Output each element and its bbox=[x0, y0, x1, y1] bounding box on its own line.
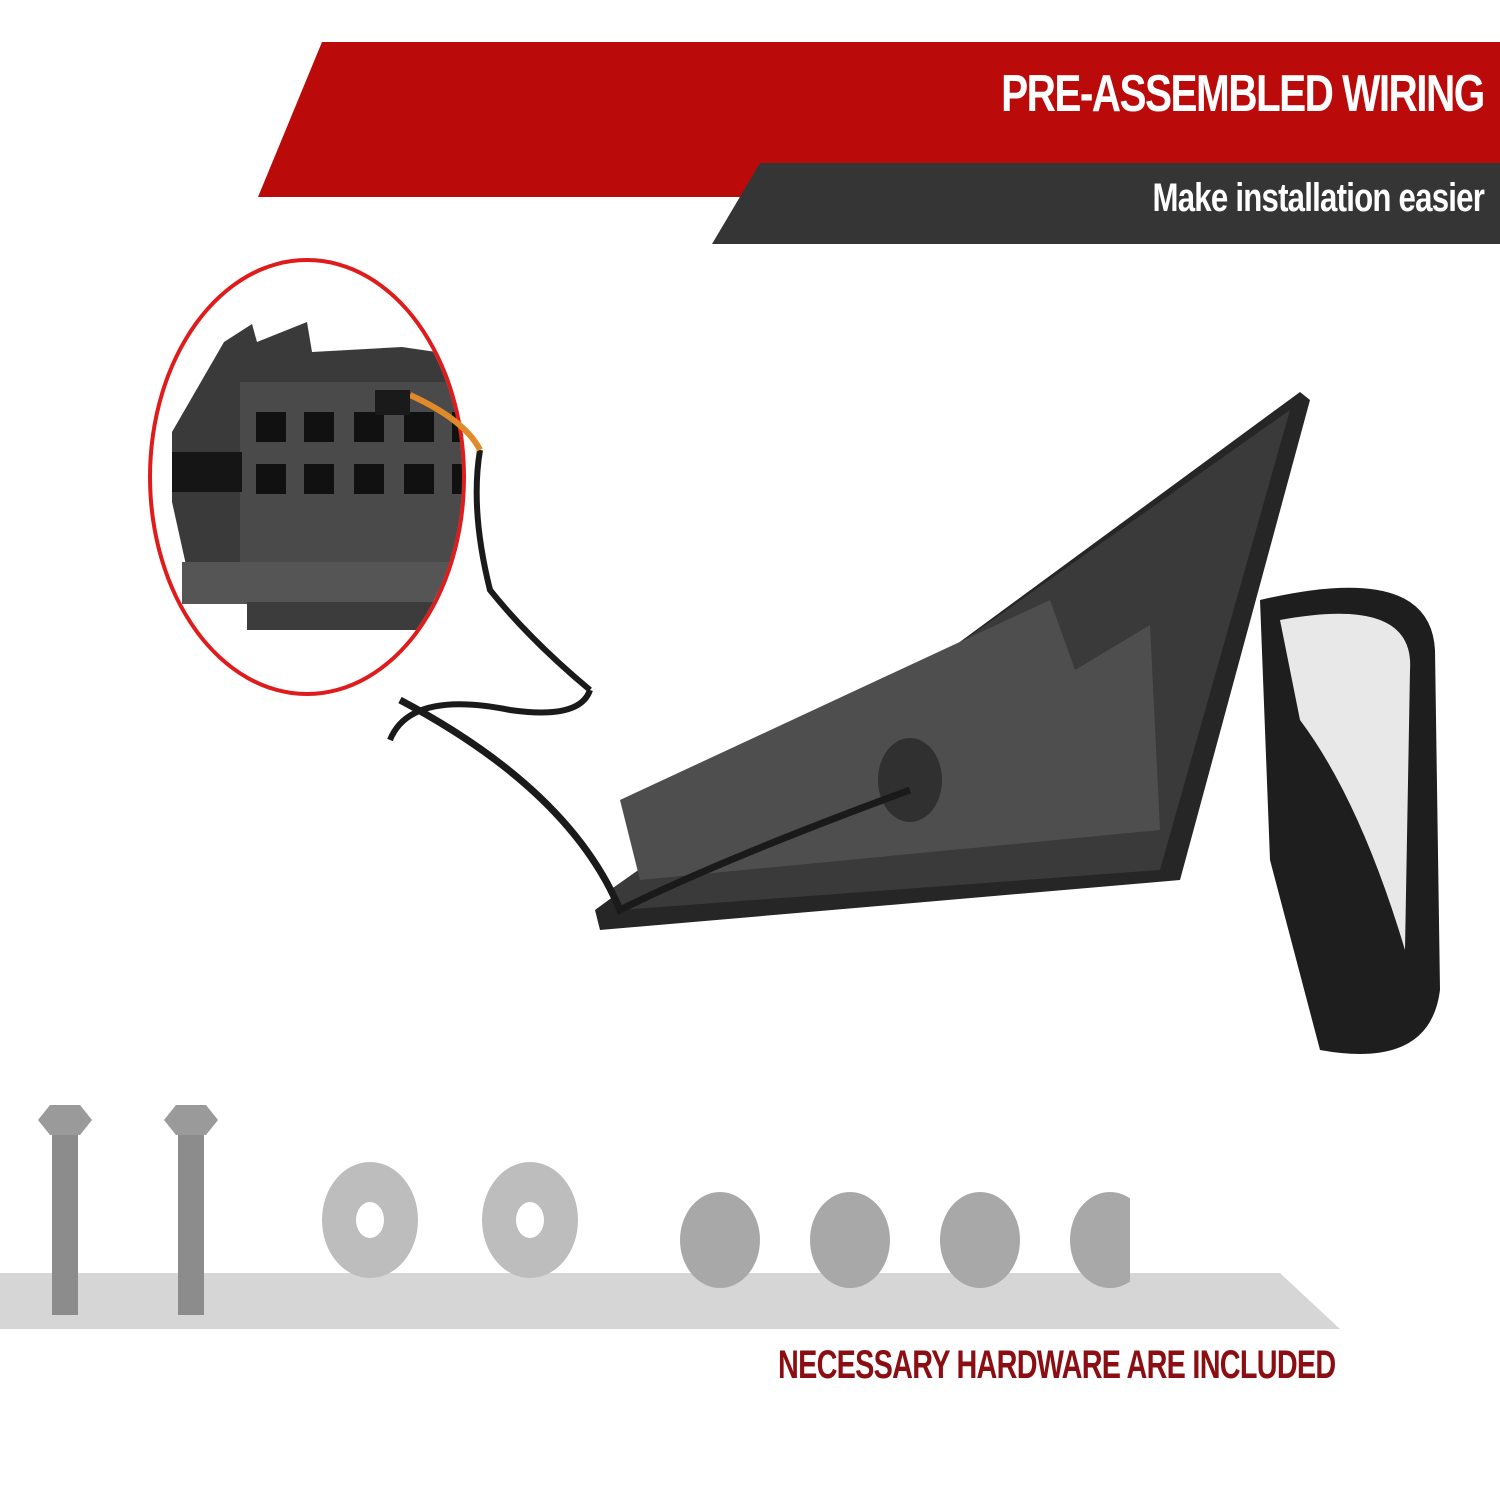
connector-inset bbox=[148, 258, 466, 696]
hardware-items bbox=[38, 1105, 1130, 1315]
banner-title: PRE-ASSEMBLED WIRING bbox=[1001, 65, 1485, 123]
connector-icon bbox=[172, 322, 462, 632]
subtitle-banner bbox=[712, 163, 1500, 244]
washer-icon bbox=[322, 1162, 578, 1278]
bolt-icon bbox=[38, 1105, 218, 1315]
banner-subtitle: Make installation easier bbox=[1152, 176, 1484, 220]
hardware-caption: NECESSARY HARDWARE ARE INCLUDED bbox=[778, 1343, 1336, 1387]
nut-icon bbox=[680, 1192, 1130, 1288]
mirror-image bbox=[375, 390, 1440, 1054]
